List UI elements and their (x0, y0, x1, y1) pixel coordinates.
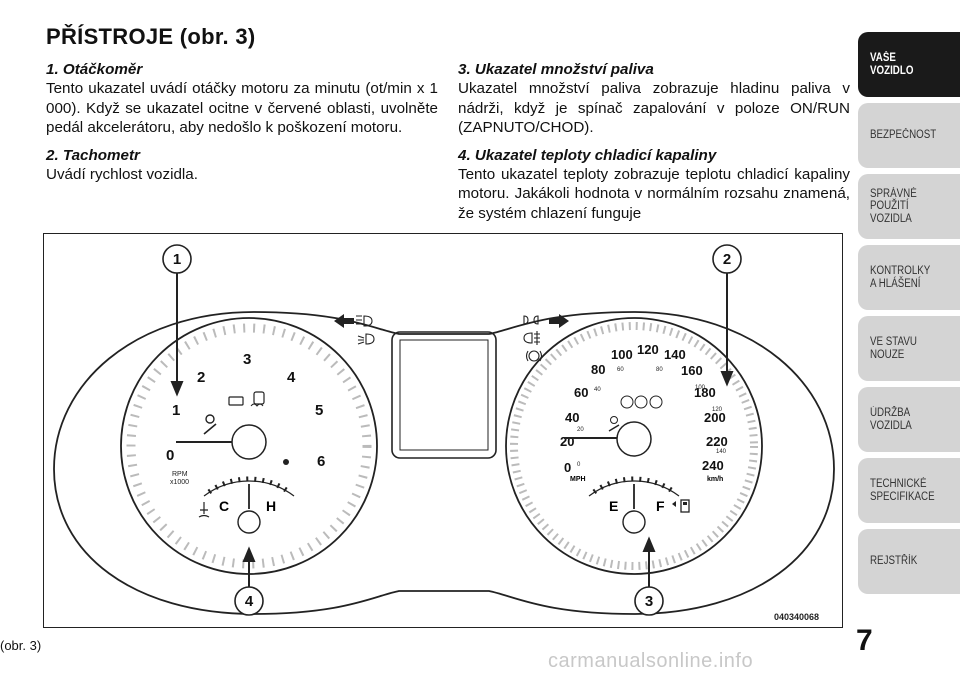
speed-mph-label: 20 (560, 434, 574, 449)
speed-kmh-label: 140 (716, 449, 727, 455)
speed-kmh-label: 20 (577, 427, 584, 433)
section-text: Ukazatel množství paliva zobrazuje hladi… (458, 80, 850, 137)
speed-mph-label: 60 (574, 385, 588, 400)
speed-mph-label: 140 (664, 347, 686, 362)
tach-tick-label: 0 (166, 447, 174, 464)
callout-number: 2 (723, 251, 731, 268)
tab-label: VAŠE VOZIDLO (870, 52, 914, 77)
speed-mph-label: 120 (637, 342, 659, 357)
abs-icon (649, 395, 663, 409)
front-fog-icon (357, 333, 375, 345)
callout-number: 1 (173, 251, 181, 268)
speed-mph-label: 240 (702, 458, 724, 473)
stability-control-icon (250, 391, 265, 407)
tach-tick-label: 4 (287, 369, 296, 386)
tach-tick-label: 1 (172, 402, 180, 419)
coolant-temp-icon (198, 502, 210, 518)
speed-mph-label: 40 (565, 410, 579, 425)
instrument-cluster-figure: 0 1 2 3 4 5 6 RPM x1000 C H (43, 233, 843, 628)
section-text: Uvádí rychlost vozidla. (46, 166, 198, 184)
page-number: 7 (856, 624, 873, 657)
watermark: carmanualsonline.info (548, 650, 754, 672)
tab-ve-stavu-nouze[interactable]: VE STAVU NOUZE (858, 316, 960, 381)
tach-tick-label: 6 (317, 453, 325, 470)
page-title: PŘÍSTROJE (obr. 3) (46, 24, 256, 49)
tach-unit: RPM (172, 471, 188, 478)
tab-bezpecnost[interactable]: BEZPEČNOST (858, 103, 960, 168)
parking-brake-icon (634, 395, 648, 409)
text-column-right: 3. Ukazatel množství paliva Ukazatel mno… (458, 60, 850, 231)
speed-mph-label: 160 (681, 363, 703, 378)
tach-tick-label: 2 (197, 369, 205, 386)
speed-mph-label: 0 (564, 460, 571, 475)
check-engine-icon (228, 396, 244, 406)
speed-mph-label: 180 (694, 385, 716, 400)
tab-label: ÚDRŽBA VOZIDLA (870, 407, 912, 432)
section-text: Tento ukazatel teploty zobrazuje teplotu… (458, 166, 850, 222)
section-text: Tento ukazatel uvádí otáčky motoru za mi… (46, 80, 438, 137)
text-column-left: 1. Otáčkoměr Tento ukazatel uvádí otáčky… (46, 60, 438, 192)
tab-rejstrik[interactable]: REJSTŘÍK (858, 529, 960, 594)
rear-fog-icon (523, 331, 540, 345)
left-turn-arrow-icon (334, 314, 354, 328)
figure-caption: (obr. 3) (0, 638, 42, 653)
brake-warning-icon (525, 350, 543, 362)
section-heading: 4. Ukazatel teploty chladicí kapaliny (458, 146, 717, 164)
section-heading: 3. Ukazatel množství paliva (458, 61, 654, 78)
fuel-empty-label: E (609, 498, 618, 514)
speed-mph-label: 200 (704, 410, 726, 425)
speed-mph-label: 100 (611, 347, 633, 362)
high-beam-icon (356, 315, 373, 327)
section-heading: 2. Tachometr (46, 146, 140, 164)
callout-number: 3 (645, 593, 653, 610)
park-lamp-icon (523, 315, 539, 325)
tab-label: VE STAVU NOUZE (870, 336, 917, 361)
temp-hot-label: H (266, 498, 276, 514)
chapter-tabs: VAŠE VOZIDLO BEZPEČNOST SPRÁVNÉ POUŽITÍ … (858, 32, 960, 600)
airbag-icon (608, 416, 620, 432)
tab-udrzba[interactable]: ÚDRŽBA VOZIDLA (858, 387, 960, 452)
speed-kmh-label: 120 (712, 407, 723, 413)
figure-code: 040340068 (774, 612, 819, 622)
right-turn-arrow-icon (549, 314, 569, 328)
tab-kontrolky[interactable]: KONTROLKY A HLÁŠENÍ (858, 245, 960, 310)
speed-kmh-label: 40 (594, 387, 601, 393)
warning-icon-row (620, 395, 663, 409)
tab-label: KONTROLKY A HLÁŠENÍ (870, 265, 931, 290)
tach-tick-label: 5 (315, 402, 323, 419)
brake-warning-icon (620, 395, 634, 409)
speed-kmh-label: 0 (577, 462, 581, 468)
temp-cold-label: C (219, 498, 229, 514)
tach-unit: x1000 (170, 479, 189, 486)
tab-label: SPRÁVNÉ POUŽITÍ VOZIDLA (870, 187, 917, 225)
speedometer-dial (505, 317, 763, 575)
fuel-full-label: F (656, 498, 665, 514)
speed-kmh-label: 60 (617, 367, 624, 373)
tab-label: TECHNICKÉ SPECIFIKACE (870, 478, 935, 503)
speed-kmh-label: 80 (656, 367, 663, 373)
tab-label: BEZPEČNOST (870, 129, 937, 142)
section-heading: 1. Otáčkoměr (46, 61, 143, 78)
callout-number: 4 (245, 593, 254, 610)
tach-tick-label: 3 (243, 351, 251, 368)
speed-kmh-label: 100 (695, 385, 706, 391)
speed-unit-mph: MPH (570, 476, 586, 483)
tab-spravne-pouziti[interactable]: SPRÁVNÉ POUŽITÍ VOZIDLA (858, 174, 960, 239)
tab-vase-vozidlo[interactable]: VAŠE VOZIDLO (858, 32, 960, 97)
speed-mph-label: 220 (706, 434, 728, 449)
seatbelt-icon (203, 414, 217, 435)
tab-label: REJSTŘÍK (870, 555, 918, 568)
tab-technicke-specifikace[interactable]: TECHNICKÉ SPECIFIKACE (858, 458, 960, 523)
speed-mph-label: 80 (591, 362, 605, 377)
cluster-bezel (53, 311, 835, 615)
speed-unit-kmh: km/h (707, 476, 723, 483)
fuel-pump-icon (672, 499, 690, 513)
center-display (391, 331, 497, 459)
